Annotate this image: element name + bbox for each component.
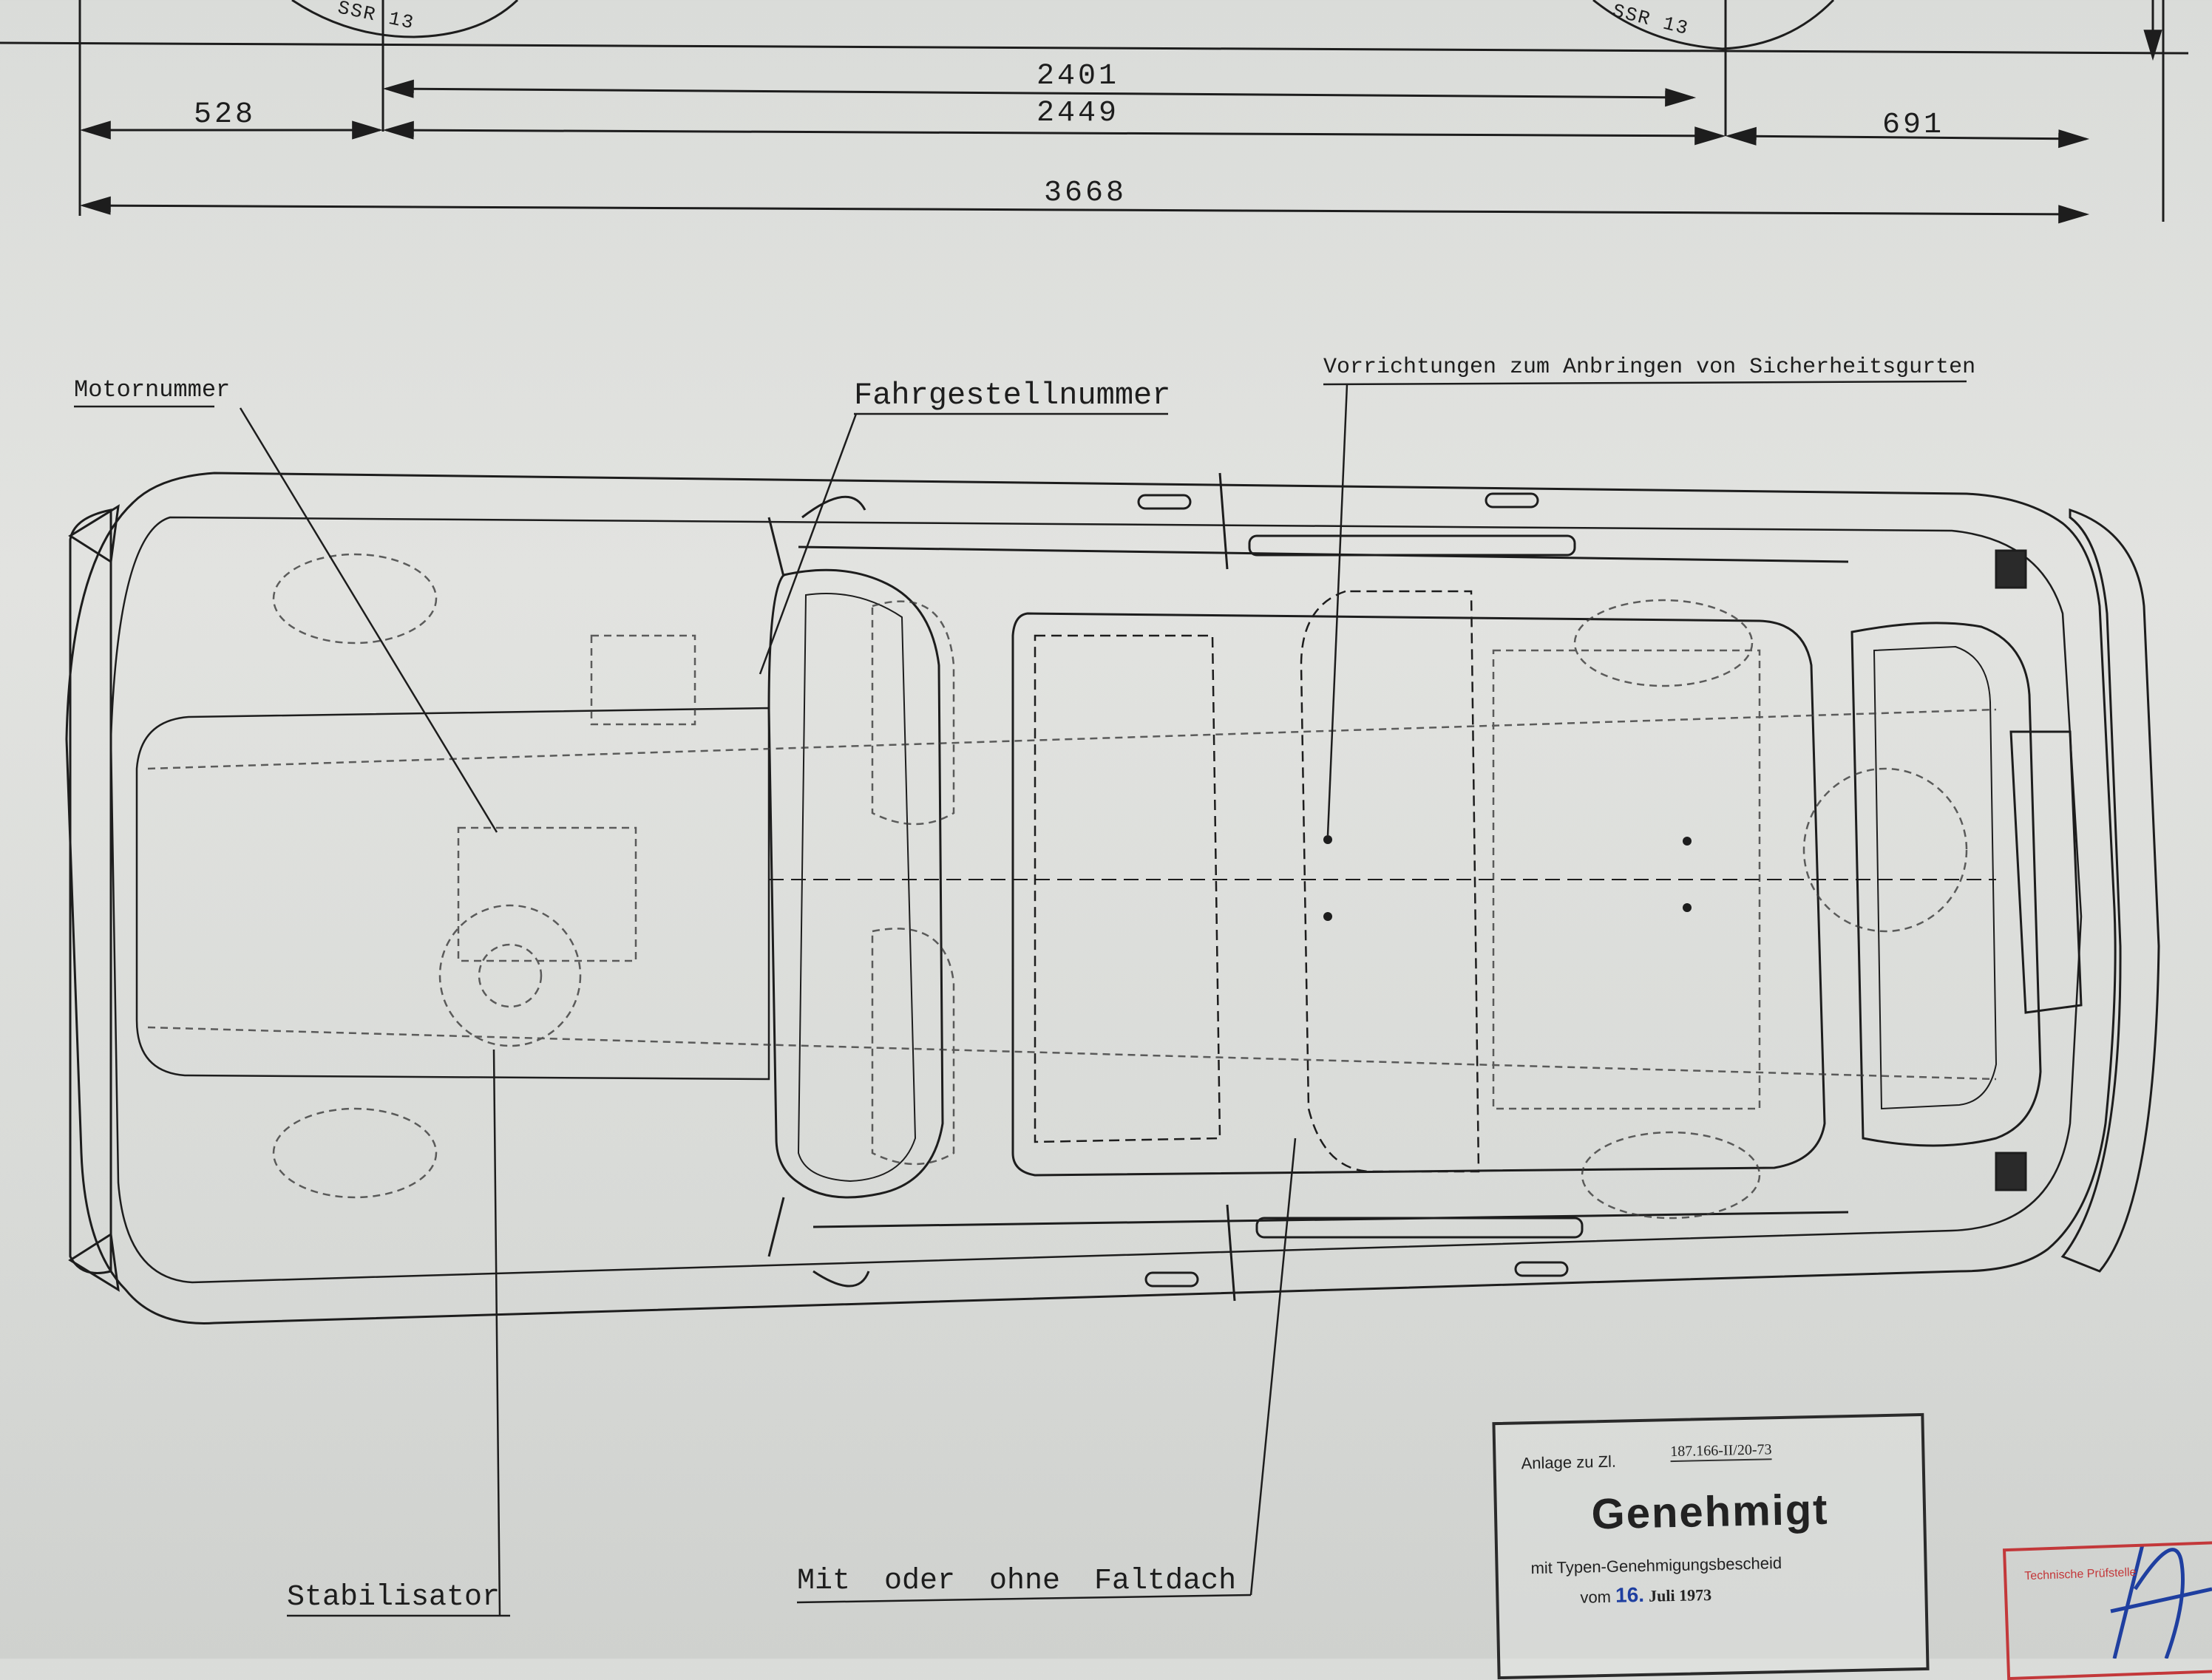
rear-bumper <box>2060 508 2160 1273</box>
car-body-outline <box>65 472 2117 1324</box>
leader-sicherheitsgurten-underline <box>1323 380 1967 386</box>
door-handle-front-bottom <box>1144 1271 1199 1288</box>
rear-wheel-phantom-top <box>1573 599 1754 687</box>
rear-lamp-top <box>1995 549 2027 589</box>
windshield <box>767 568 944 1199</box>
stamp-date-prefix: vom <box>1580 1587 1612 1607</box>
leader-faltdach-up <box>1249 1137 1297 1596</box>
stamp-annex-label: Anlage zu Zl. <box>1521 1452 1617 1473</box>
approval-stamp: Anlage zu Zl. 187.166-II/20-73 Genehmigt… <box>1492 1412 1930 1680</box>
red-stamp-text: Technische Prüfstelle <box>2024 1565 2137 1583</box>
red-stamp: Technische Prüfstelle <box>2002 1540 2212 1680</box>
spare-wheel-hub-phantom <box>478 943 543 1008</box>
stamp-title: Genehmigt <box>1590 1485 1830 1539</box>
leader-motornummer-diag <box>239 407 498 833</box>
front-wheel-phantom-bottom <box>272 1107 438 1199</box>
handwritten-signature <box>2110 1544 2212 1659</box>
front-bumper-tip-bottom <box>68 1232 120 1292</box>
frame-rail-phantom-b <box>147 1026 1997 1081</box>
leader-sicherheitsgurten-drop <box>1326 384 1348 836</box>
dim-label-528: 528 <box>194 98 257 132</box>
rear-bench-phantom <box>1492 649 1761 1110</box>
dim-line-2449 <box>382 120 1726 146</box>
door-seam-b-top <box>1218 472 1229 570</box>
side-mirror-bottom <box>812 1270 870 1288</box>
gearbox-phantom <box>590 634 696 726</box>
door-seam-front-bottom <box>767 1197 785 1257</box>
frame-rail-phantom-a <box>147 708 1997 770</box>
dim-line-3668 <box>79 196 2090 224</box>
stamp-line1: mit Typen-Genehmigungsbescheid <box>1530 1553 1782 1578</box>
stamp-date: Juli 1973 <box>1648 1585 1712 1605</box>
windshield-inner <box>797 593 917 1183</box>
dim-label-3668: 3668 <box>1044 177 1127 210</box>
callout-motornummer: Motornummer <box>74 376 231 404</box>
callout-faltdach: Mit oder ohne Faltdach <box>797 1565 1237 1598</box>
front-bumper-tip-top <box>68 504 120 564</box>
seatbelt-anchor-point <box>1683 837 1692 846</box>
leader-fahrgestellnummer-diag <box>759 413 858 675</box>
dim-line-691 <box>1725 126 2090 149</box>
callout-fahrgestellnummer: Fahrgestellnummer <box>854 378 1171 413</box>
sunroof-outline <box>1034 634 1221 1143</box>
rear-window-inner <box>1873 645 1998 1110</box>
leader-faltdach <box>796 1594 1252 1604</box>
leader-stabilisator-up <box>492 1049 501 1616</box>
dim-label-2449: 2449 <box>1037 97 1120 130</box>
dim-line-2401 <box>382 79 1697 107</box>
callout-stabilisator: Stabilisator <box>287 1581 501 1614</box>
sunroof-rear-outline <box>1300 590 1480 1173</box>
rocker-slot-top <box>1248 534 1576 557</box>
stamp-reference: 187.166-II/20-73 <box>1670 1441 1772 1463</box>
front-wheel-phantom-top <box>272 553 438 645</box>
dim-label-691: 691 <box>1882 109 1945 142</box>
door-handle-rear-top <box>1485 492 1539 509</box>
door-handle-rear-bottom <box>1514 1261 1569 1277</box>
license-plate-recess <box>2009 730 2083 1014</box>
car-body-inner-outline <box>109 516 2083 1284</box>
spare-wheel-phantom <box>438 904 582 1047</box>
rear-lamp-bottom <box>1995 1152 2027 1191</box>
seat-front-right-phantom <box>871 928 955 1166</box>
callout-sicherheitsgurten: Vorrichtungen zum Anbringen von Sicherhe… <box>1323 355 1976 380</box>
rocker-slot-bottom <box>1255 1217 1584 1239</box>
sill-bottom <box>812 1211 1849 1228</box>
ground-line <box>0 41 2189 55</box>
door-handle-front-top <box>1137 494 1192 510</box>
seatbelt-anchor-point <box>1323 912 1332 921</box>
dim-label-2401: 2401 <box>1037 60 1120 93</box>
door-seam-front-top <box>767 517 785 577</box>
rear-wheel-phantom-bottom <box>1581 1131 1761 1220</box>
hood-panel <box>135 707 770 1081</box>
seat-front-left-phantom <box>871 600 955 826</box>
rear-window <box>1850 622 2042 1147</box>
engine-block-phantom <box>457 826 637 962</box>
side-mirror-top <box>801 495 866 519</box>
seatbelt-anchor-point <box>1683 903 1692 912</box>
stamp-day: 16. <box>1615 1582 1645 1607</box>
stamp-date-row: vom 16. Juli 1973 <box>1580 1582 1711 1608</box>
fuel-tank-phantom <box>1802 767 1968 933</box>
front-wheel-arc <box>291 0 519 38</box>
roof-panel <box>1011 612 1826 1177</box>
rear-wheel-arc <box>1592 0 1835 50</box>
seatbelt-anchor-point <box>1323 835 1332 844</box>
